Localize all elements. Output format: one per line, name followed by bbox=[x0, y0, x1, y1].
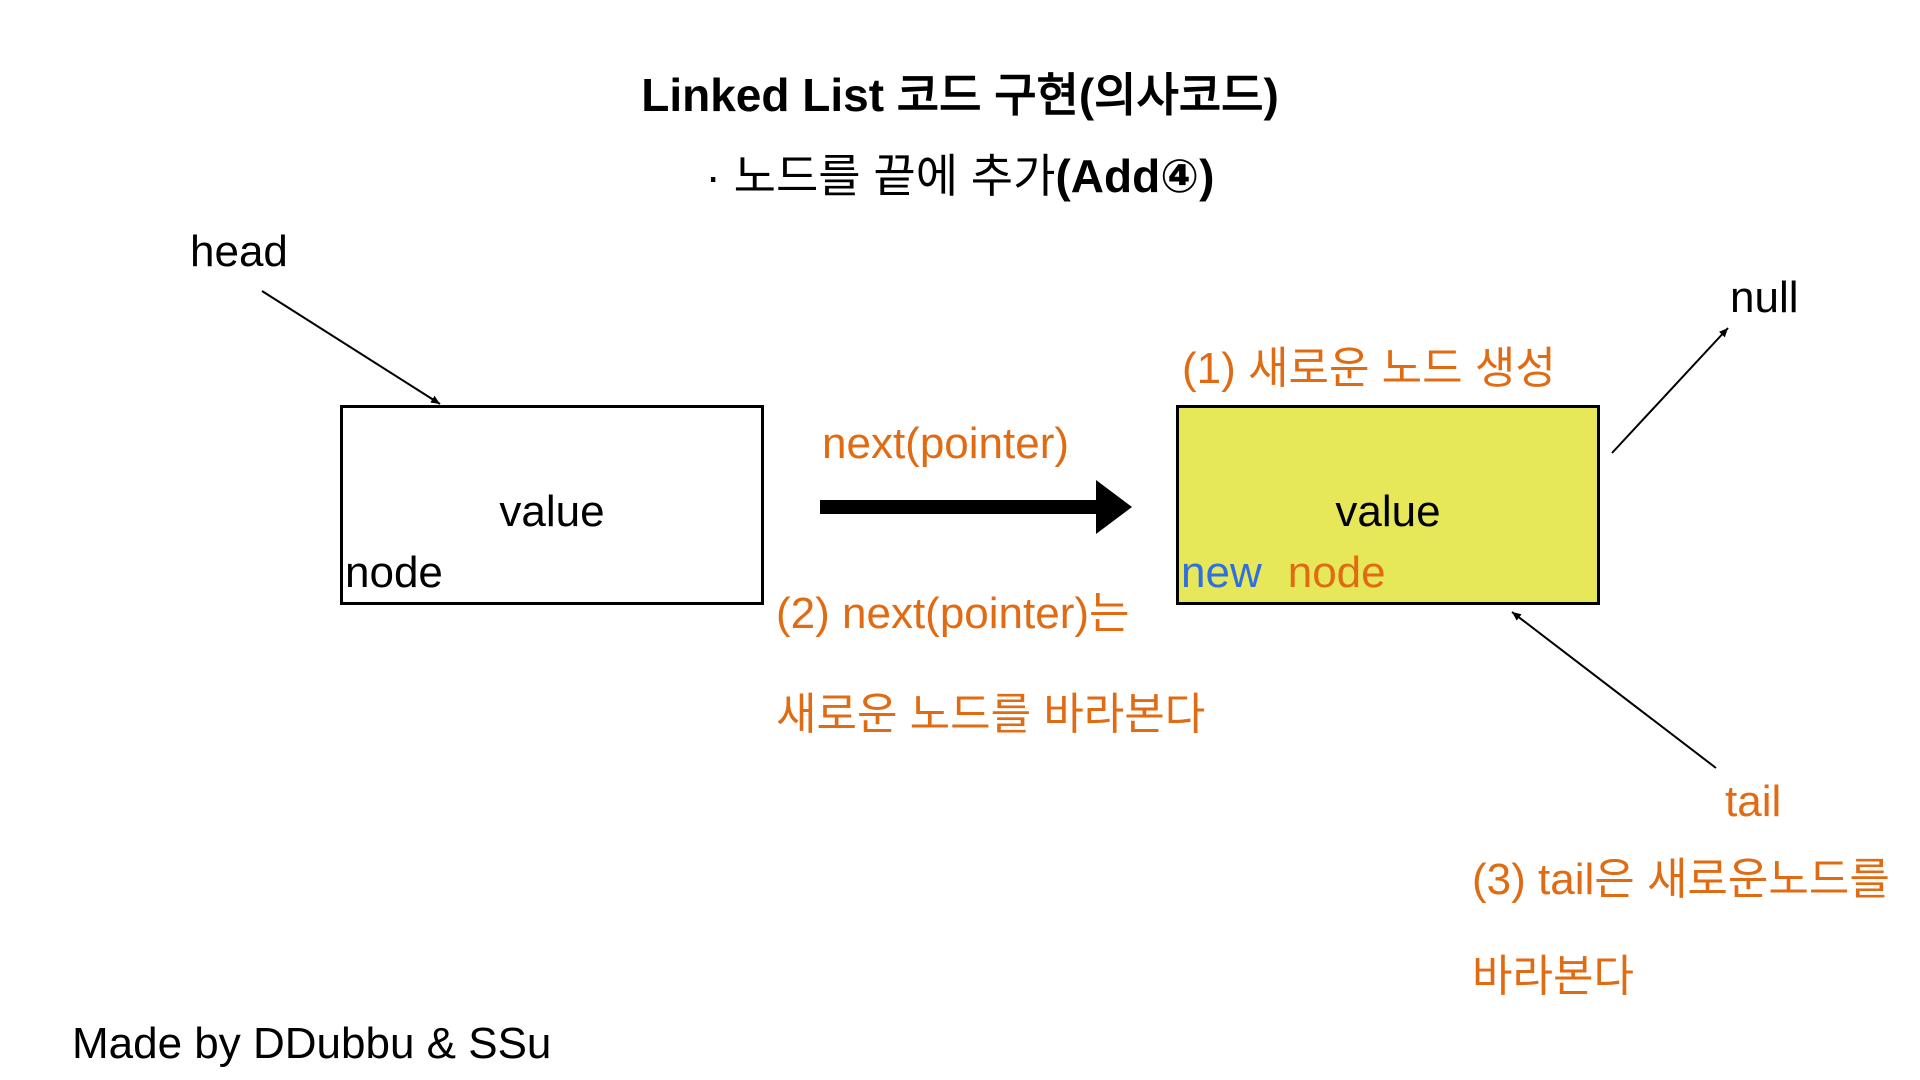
step2-line1: (2) next(pointer)는 bbox=[776, 589, 1130, 638]
subtitle-bold: (Add④) bbox=[1055, 150, 1215, 202]
existing-node-box: value node bbox=[340, 405, 764, 605]
page-subtitle: · 노드를 끝에 추가(Add④) bbox=[0, 153, 1920, 199]
step1-label: (1) 새로운 노드 생성 bbox=[1182, 344, 1556, 393]
subtitle-prefix: · 노드를 끝에 추가 bbox=[705, 150, 1056, 202]
step3-line1: (3) tail은 새로운노드를 bbox=[1472, 855, 1890, 904]
tail-label: tail bbox=[1725, 777, 1782, 826]
new-node-tag-node: node bbox=[1287, 548, 1386, 597]
next-arrow-shaft bbox=[820, 500, 1098, 514]
existing-node-tag: node bbox=[345, 548, 443, 597]
existing-node-value: value bbox=[499, 487, 605, 536]
step2-line2: 새로운 노드를 바라본다 bbox=[776, 690, 1206, 739]
new-node-value: value bbox=[1335, 487, 1441, 536]
tail-pointer-arrow bbox=[1511, 611, 1717, 769]
step3-line2: 바라본다 bbox=[1472, 952, 1634, 1001]
next-pointer-label: next(pointer) bbox=[822, 419, 1070, 468]
new-node-tag-new: new bbox=[1181, 548, 1262, 597]
head-pointer-arrow bbox=[261, 290, 441, 405]
footer-credit: Made by DDubbu & SSu bbox=[72, 1019, 552, 1068]
next-arrow-head bbox=[1096, 480, 1132, 534]
null-pointer-arrow bbox=[1611, 327, 1729, 454]
page-title: Linked List 코드 구현(의사코드) bbox=[641, 69, 1279, 121]
null-label: null bbox=[1730, 273, 1799, 322]
head-label: head bbox=[190, 227, 288, 276]
next-pointer-arrow bbox=[820, 480, 1132, 534]
